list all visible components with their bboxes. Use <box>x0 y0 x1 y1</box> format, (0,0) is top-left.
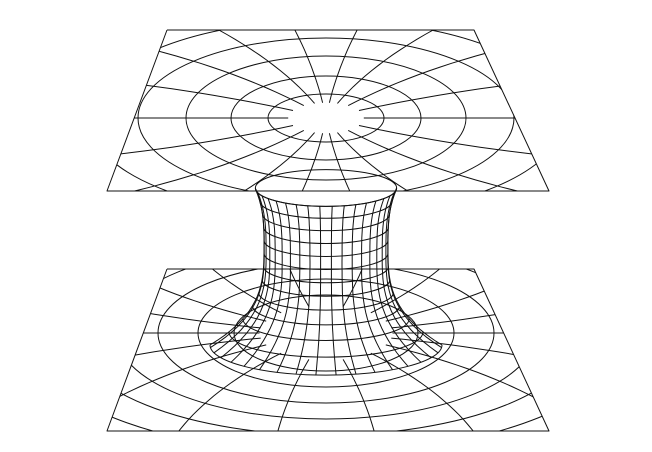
throat-ring <box>259 201 393 219</box>
throat-column <box>295 205 311 375</box>
upper-radial-line <box>347 31 549 107</box>
lower-radial-line <box>391 288 549 329</box>
upper-radial-line <box>328 133 385 191</box>
lower-radial-line <box>168 352 282 431</box>
throat-column <box>385 192 439 354</box>
lower-radial-line <box>271 359 310 431</box>
upper-radial-line <box>107 129 305 191</box>
throat-ring <box>258 292 394 311</box>
lower-radial-line <box>107 269 267 322</box>
throat-column <box>361 202 393 370</box>
throat-ring <box>263 240 389 257</box>
lower-radial-line <box>271 269 310 307</box>
upper-radial-line <box>107 71 294 111</box>
upper-sheet <box>106 29 550 192</box>
upper-sheet-border <box>106 29 550 192</box>
lower-radial-line <box>107 337 261 378</box>
upper-radial-line <box>328 30 385 103</box>
throat-tube <box>209 150 443 376</box>
throat-ring <box>228 331 424 358</box>
throat-left-edge <box>209 188 265 346</box>
lower-radial-line <box>385 269 549 322</box>
upper-radial-line <box>159 30 315 104</box>
lower-radial-line <box>168 269 282 314</box>
throat-ring <box>209 344 443 376</box>
throat-column <box>243 200 283 367</box>
upper-radial-line <box>107 125 294 165</box>
upper-radial-line <box>358 71 549 111</box>
throat-column <box>381 195 432 359</box>
throat-column <box>369 200 409 367</box>
throat-column <box>376 198 422 363</box>
lower-radial-line <box>342 269 381 307</box>
throat-ring <box>242 318 410 341</box>
throat-right-edge <box>387 187 443 346</box>
upper-radial-line <box>267 133 324 191</box>
throat-ring <box>251 305 401 326</box>
throat-column <box>230 198 276 363</box>
throat-column <box>315 206 322 376</box>
throat-ring <box>261 279 391 297</box>
throat-column <box>330 206 337 376</box>
throat-column <box>351 204 376 373</box>
upper-radial-line <box>159 132 315 191</box>
throat-top-rim <box>254 169 398 207</box>
lower-radial-line <box>391 337 549 378</box>
upper-sheet-grid <box>107 30 549 191</box>
lower-radial-line <box>342 359 381 431</box>
upper-radial-line <box>347 129 549 191</box>
throat-column <box>259 202 291 370</box>
throat-column <box>220 195 271 359</box>
lower-radial-line <box>370 352 484 431</box>
upper-radial-line <box>337 30 493 104</box>
lower-sheet <box>106 268 550 432</box>
upper-radial-line <box>358 125 549 165</box>
throat-ring <box>261 214 391 232</box>
lower-sheet-grid <box>107 269 549 431</box>
throat-ring <box>263 253 389 271</box>
throat-column <box>213 192 267 354</box>
throat-column <box>276 204 301 373</box>
throat-column <box>341 205 357 375</box>
upper-radial-line <box>267 30 324 103</box>
upper-radial-line <box>107 31 305 107</box>
throat-ring <box>263 266 389 284</box>
lower-radial-line <box>370 269 484 314</box>
lower-radial-line <box>107 288 261 329</box>
upper-radial-line <box>337 132 493 191</box>
throat-ring <box>263 227 389 244</box>
lower-sheet-border <box>106 268 550 432</box>
